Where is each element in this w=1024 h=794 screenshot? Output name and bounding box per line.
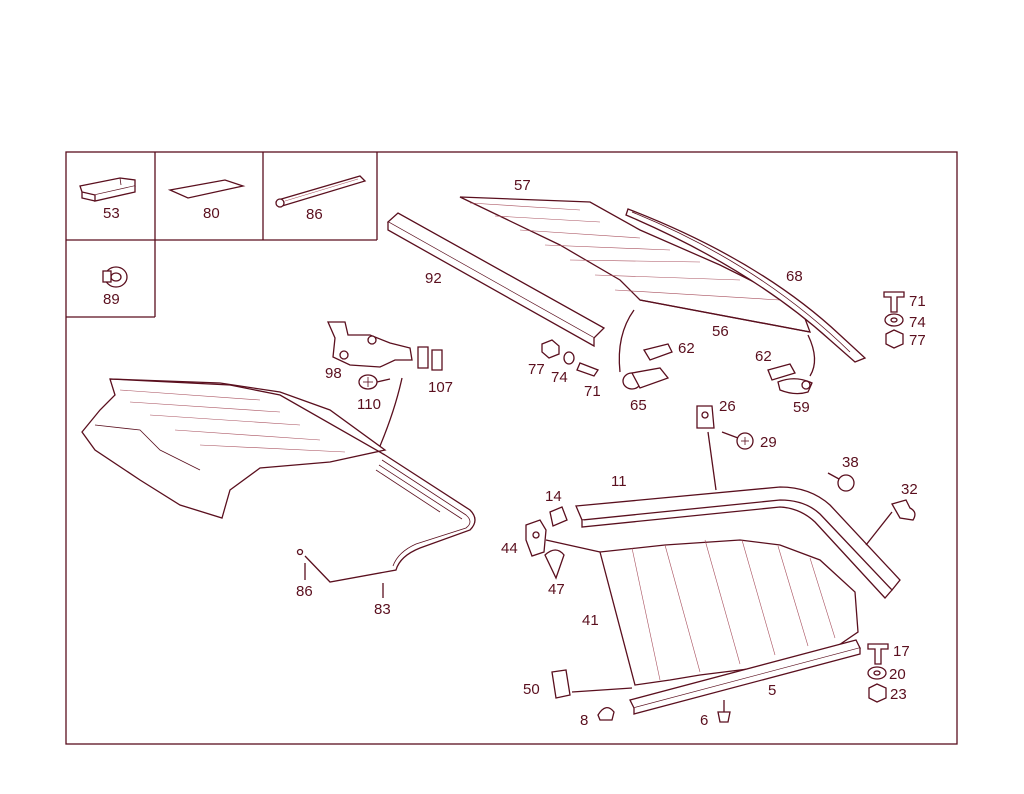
label-20: 20 — [889, 666, 906, 683]
label-98: 98 — [325, 365, 342, 382]
label-5: 5 — [768, 682, 776, 699]
part-17-bolt — [867, 643, 889, 665]
diagram-frame — [65, 151, 958, 745]
inset-boxes — [66, 152, 378, 318]
label-86-inset: 86 — [306, 206, 323, 223]
label-17: 17 — [893, 643, 910, 660]
part-32-plug — [891, 499, 916, 521]
part-62-bracket-b — [767, 363, 796, 381]
part-23-nut — [868, 683, 887, 703]
label-44: 44 — [501, 540, 518, 557]
part-110-screw — [358, 374, 391, 390]
part-71-bolt-a — [576, 362, 599, 377]
inset-labels: 53 80 86 89 — [103, 205, 323, 308]
label-62-left: 62 — [678, 340, 695, 357]
part-44-hinge — [525, 519, 547, 557]
label-77-right: 77 — [909, 332, 926, 349]
label-6: 6 — [700, 712, 708, 729]
part-74-washer-a — [563, 351, 575, 365]
label-32: 32 — [901, 481, 918, 498]
label-74-right: 74 — [909, 314, 926, 331]
callout-labels: 57 92 68 71 74 77 56 62 62 77 74 71 65 5… — [296, 177, 926, 729]
label-53: 53 — [103, 205, 120, 222]
label-86: 86 — [296, 583, 313, 600]
folded-top-assembly — [81, 378, 387, 519]
part-26-clip — [696, 405, 715, 429]
part-6-screw — [717, 700, 731, 723]
part-29-screw — [721, 431, 754, 450]
label-83: 83 — [374, 601, 391, 618]
part-50-end-cap — [551, 669, 571, 699]
part-89-grommet — [102, 266, 128, 288]
label-65: 65 — [630, 397, 647, 414]
label-56: 56 — [712, 323, 729, 340]
part-68-rail — [625, 208, 867, 363]
part-77-nut-b — [885, 329, 904, 349]
label-71-left: 71 — [584, 383, 601, 400]
label-11: 11 — [611, 473, 627, 490]
label-41: 41 — [582, 612, 599, 629]
part-14-clip — [549, 506, 568, 527]
label-23: 23 — [890, 686, 907, 703]
label-77-left: 77 — [528, 361, 545, 378]
label-62-right: 62 — [755, 348, 772, 365]
part-71-bolt-b — [883, 291, 905, 313]
part-83-cables — [296, 454, 476, 583]
label-8: 8 — [580, 712, 588, 729]
part-65-hinge — [622, 367, 670, 390]
label-38: 38 — [842, 454, 859, 471]
label-47: 47 — [548, 581, 565, 598]
part-38-screw — [827, 472, 855, 492]
part-59-clamp — [777, 378, 813, 395]
part-8-cap — [597, 707, 615, 721]
part-74-washer-b — [884, 313, 904, 327]
label-89: 89 — [103, 291, 120, 308]
label-29: 29 — [760, 434, 777, 451]
part-80-pad — [167, 179, 246, 199]
label-59: 59 — [793, 399, 810, 416]
part-77-nut-a — [541, 339, 560, 359]
part-86-strip — [275, 175, 367, 208]
part-5-bottom-rail — [629, 639, 861, 715]
label-92: 92 — [425, 270, 442, 287]
label-110: 110 — [357, 396, 381, 413]
label-107: 107 — [428, 379, 453, 396]
label-68: 68 — [786, 268, 803, 285]
label-74-left: 74 — [551, 369, 568, 386]
label-80: 80 — [203, 205, 220, 222]
part-53-clip — [79, 177, 136, 202]
label-14: 14 — [545, 488, 562, 505]
label-57: 57 — [514, 177, 531, 194]
leader-lines — [304, 309, 893, 693]
part-62-bracket-a — [642, 343, 673, 361]
label-26: 26 — [719, 398, 736, 415]
part-107-clip — [417, 346, 443, 371]
label-71-right: 71 — [909, 293, 926, 310]
part-41-side-panel — [599, 539, 859, 686]
part-98-bracket — [327, 321, 413, 368]
part-20-washer — [867, 666, 887, 680]
part-47-clip — [544, 549, 565, 580]
part-92-rail — [386, 212, 606, 348]
label-50: 50 — [523, 681, 540, 698]
